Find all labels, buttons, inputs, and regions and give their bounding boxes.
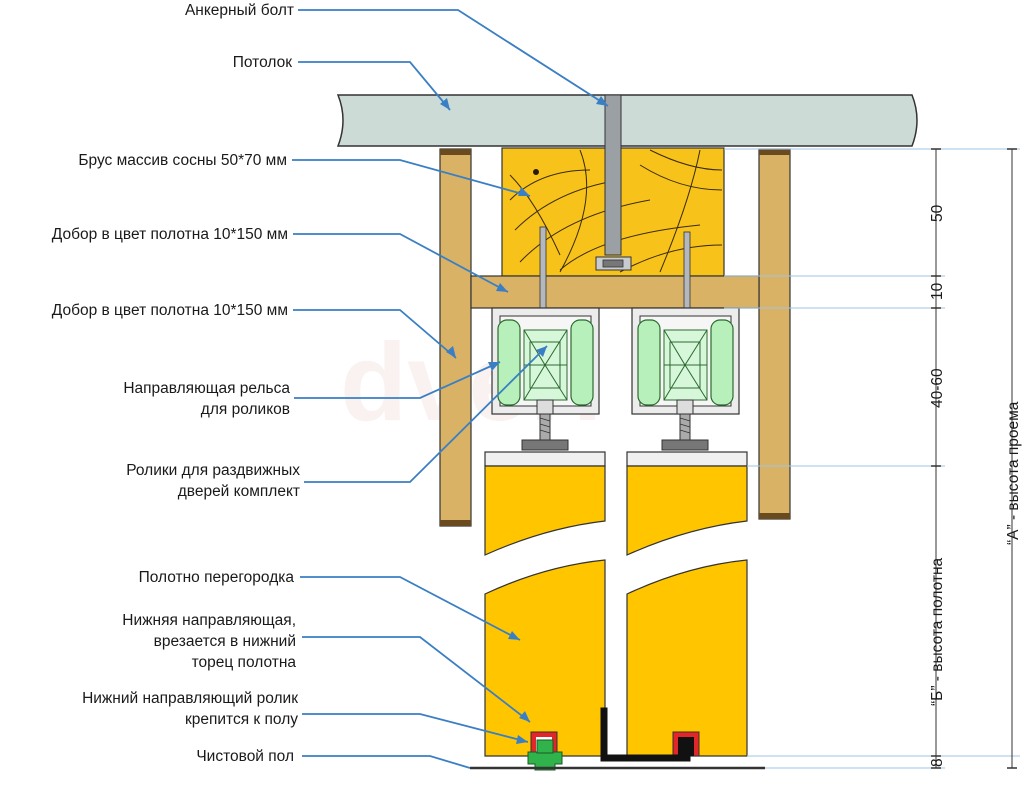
label-bottom-guide-line1: Нижняя направляющая, (122, 612, 296, 629)
label-trim-1: Добор в цвет полотна 10*150 мм (52, 226, 288, 243)
label-trim-2: Добор в цвет полотна 10*150 мм (52, 302, 288, 319)
anchor-bolt (604, 94, 622, 256)
right-post-top (759, 149, 790, 155)
label-bottom-roller-line2: крепится к полу (185, 711, 298, 728)
callout-arrows (292, 9, 609, 769)
door-panel-right-top (626, 465, 748, 556)
beam-center-dot (533, 169, 539, 175)
label-ceiling: Потолок (233, 54, 292, 71)
door-panel-right-bottom (626, 559, 748, 757)
rail-unit-left (491, 307, 600, 415)
label-rail-line2: для роликов (201, 401, 290, 418)
callout-arrowheads (440, 96, 608, 744)
left-post-top (440, 149, 471, 155)
trim-board-horizontal (470, 275, 760, 309)
bottom-roller (527, 751, 563, 771)
rail-unit-right (631, 307, 740, 415)
floor-l-profile (600, 707, 691, 762)
beam-grain (509, 149, 723, 273)
dim-opening-height: “А” - высота проема (1005, 401, 1022, 545)
bottom-roller-top (536, 739, 554, 754)
anchor-bolt-washer (602, 259, 624, 268)
label-anchor-bolt: Анкерный болт (185, 2, 294, 19)
label-bottom-roller-line1: Нижний направляющий ролик (82, 690, 298, 707)
right-post-bottom (759, 513, 790, 519)
label-rollers-line2: дверей комплект (178, 483, 300, 500)
bottom-guide-right-inner (678, 737, 694, 756)
dim-8: 8 (929, 758, 946, 767)
dim-40-60: 40-60 (929, 368, 946, 408)
label-beam: Брус массив сосны 50*70 мм (78, 152, 287, 169)
label-rollers-line1: Ролики для раздвижных (126, 462, 300, 479)
dimension-lines (724, 148, 1020, 769)
dim-10: 10 (929, 282, 946, 300)
dim-50: 50 (929, 204, 946, 222)
label-bottom-guide-line3: торец полотна (192, 654, 297, 671)
label-bottom-guide-line2: врезается в нижний (154, 633, 296, 650)
label-rail-line1: Направляющая рельса (123, 380, 290, 397)
right-post (758, 148, 791, 520)
roller-bracket-right (626, 399, 748, 467)
door-panel-left-bottom (484, 559, 606, 757)
left-post-bottom (440, 520, 471, 526)
ceiling-slab (336, 94, 918, 147)
label-floor: Чистовой пол (196, 748, 294, 765)
left-post (439, 148, 472, 527)
door-panel-left-top (484, 465, 606, 556)
label-panel: Полотно перегородка (139, 569, 295, 586)
dim-panel-height: “Б” - высота полотна (929, 557, 946, 706)
roller-bracket-left (484, 399, 606, 467)
